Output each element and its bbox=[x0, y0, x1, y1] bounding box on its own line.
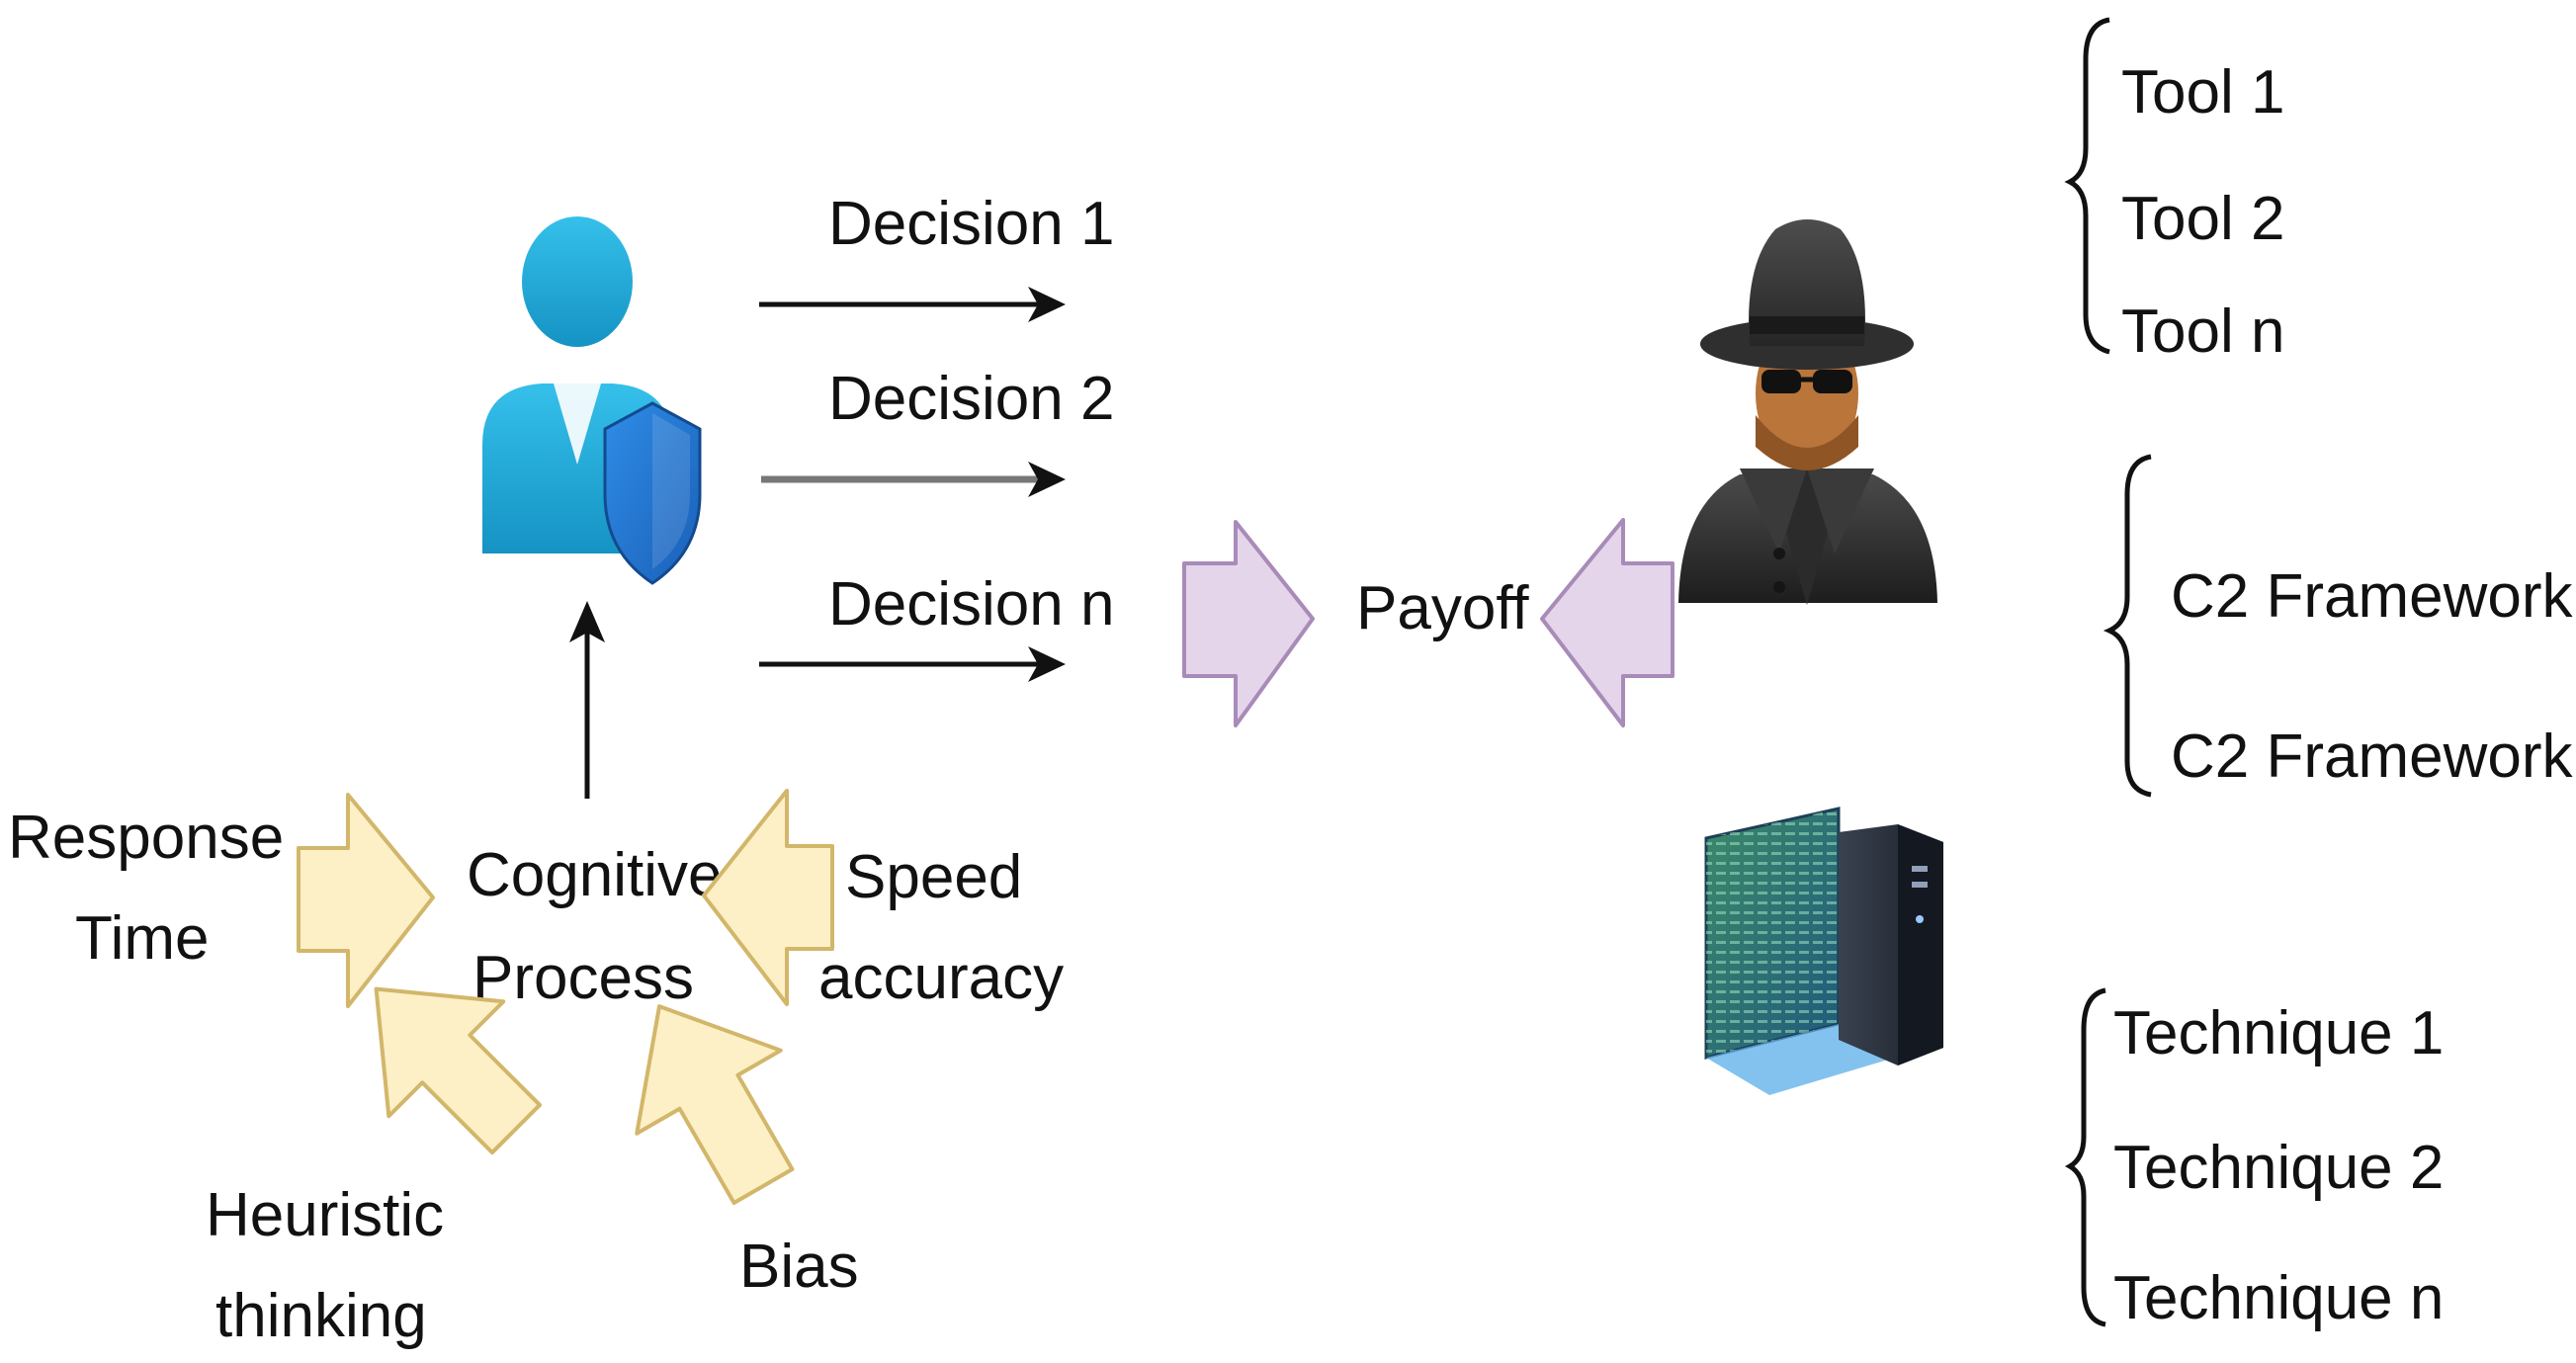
tool-item-1: Tool 1 bbox=[2121, 58, 2284, 127]
bias-block-arrow bbox=[635, 1004, 795, 1205]
tool-item-n: Tool n bbox=[2121, 298, 2284, 366]
bias-label: Bias bbox=[739, 1233, 859, 1301]
speed-accuracy-label-line1: Speed bbox=[845, 843, 1022, 911]
tool-item-2: Tool 2 bbox=[2121, 185, 2284, 253]
heuristic-thinking-label-line1: Heuristic bbox=[206, 1181, 444, 1249]
response-time-block-arrow bbox=[297, 793, 435, 1008]
computer-workstation-icon bbox=[1704, 807, 1943, 1095]
technique-item-1: Technique 1 bbox=[2113, 999, 2444, 1067]
cognitive-process-label-line1: Cognitive bbox=[467, 841, 722, 909]
defender-user-shield-icon bbox=[482, 216, 702, 585]
payoff-right-block-arrow bbox=[1182, 520, 1315, 727]
heuristic-thinking-label-line2: thinking bbox=[215, 1282, 427, 1350]
tools-brace bbox=[2064, 17, 2110, 355]
decision-arrow-n bbox=[759, 646, 1066, 682]
heuristic-thinking-block-arrow bbox=[374, 986, 543, 1155]
payoff-label: Payoff bbox=[1356, 574, 1529, 642]
decision-arrow-2 bbox=[761, 462, 1066, 497]
attacker-spy-icon bbox=[1678, 219, 1937, 605]
payoff-left-block-arrow bbox=[1540, 518, 1674, 727]
c2-framework-item-n: C2 Framework n bbox=[2171, 723, 2576, 791]
decision-label-1: Decision 1 bbox=[828, 190, 1114, 258]
decision-label-n: Decision n bbox=[828, 570, 1114, 639]
decision-label-2: Decision 2 bbox=[828, 365, 1114, 433]
cognitive-to-defender-arrow bbox=[569, 601, 605, 799]
technique-item-2: Technique 2 bbox=[2113, 1134, 2444, 1202]
speed-accuracy-block-arrow bbox=[702, 789, 834, 1006]
c2-framework-item-1: C2 Framework 1 bbox=[2171, 562, 2576, 631]
c2-frameworks-brace bbox=[2103, 454, 2152, 798]
decision-arrow-1 bbox=[759, 287, 1066, 322]
response-time-label-line1: Response bbox=[8, 804, 284, 872]
cognitive-process-label-line2: Process bbox=[472, 944, 694, 1012]
technique-item-n: Technique n bbox=[2113, 1264, 2444, 1332]
response-time-label-line2: Time bbox=[75, 904, 209, 973]
speed-accuracy-label-line2: accuracy bbox=[818, 944, 1064, 1012]
techniques-brace bbox=[2064, 987, 2106, 1327]
